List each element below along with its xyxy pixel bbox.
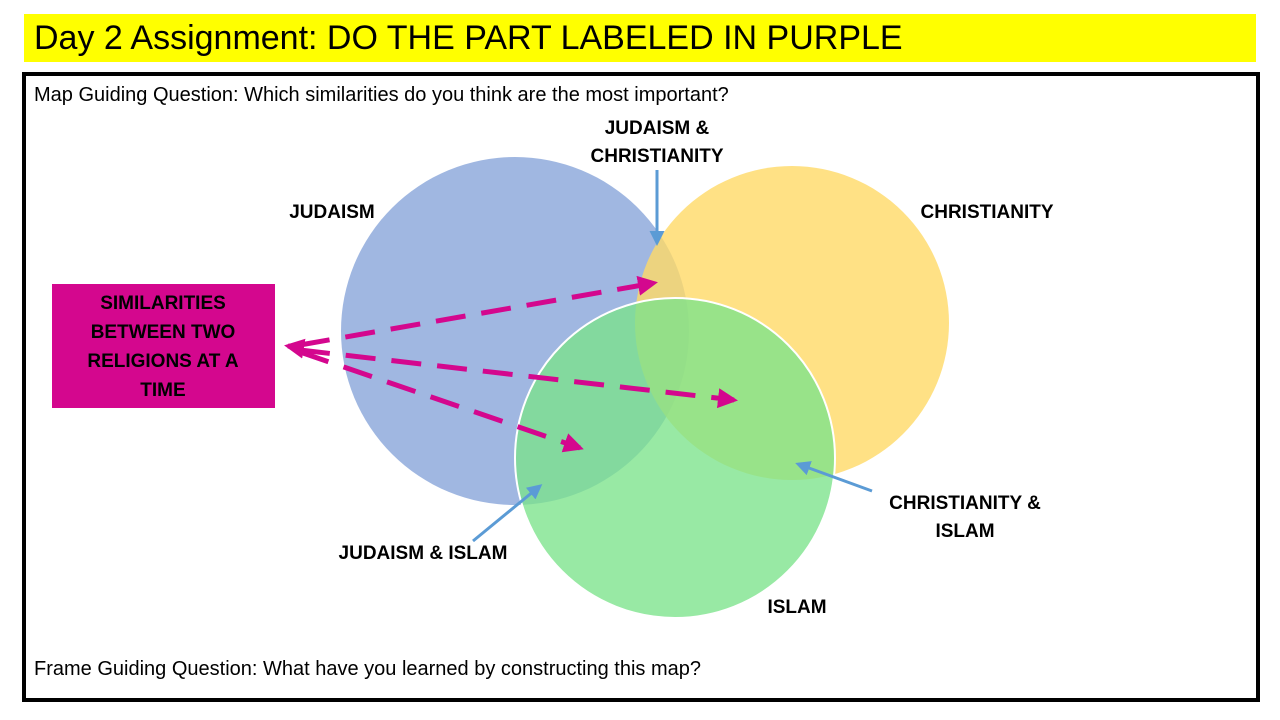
purple-arrow-christianity-islam [299, 347, 738, 409]
similarities-box-line2: BETWEEN TWO [91, 322, 236, 343]
map-guiding-question: Map Guiding Question: Which similarities… [34, 84, 729, 106]
purple-arrow-to-box [284, 338, 306, 359]
judaism-islam-label: JUDAISM & ISLAM [339, 543, 508, 564]
judaism-christianity-label-line1: JUDAISM & [605, 118, 710, 139]
christianity-islam-label-line1: CHRISTIANITY & [889, 493, 1041, 514]
pointer-arrow-judaism-islam [472, 484, 543, 543]
purple-arrow-judaism-islam [299, 349, 584, 453]
judaism-label: JUDAISM [289, 202, 375, 223]
pointer-arrow-christianity-islam [795, 461, 873, 493]
assignment-title: Day 2 Assignment: DO THE PART LABELED IN… [34, 19, 903, 57]
similarities-box-line4: TIME [140, 380, 185, 401]
judaism-christianity-label-line2: CHRISTIANITY [591, 146, 724, 167]
similarities-box [52, 284, 275, 408]
christianity-islam-label-line2: ISLAM [935, 521, 994, 542]
title-bar: Day 2 Assignment: DO THE PART LABELED IN… [24, 14, 1256, 62]
similarities-box-line3: RELIGIONS AT A [87, 351, 239, 372]
similarities-box-line1: SIMILARITIES [100, 293, 226, 314]
christianity-label: CHRISTIANITY [921, 202, 1054, 223]
islam-circle [514, 297, 836, 619]
islam-label: ISLAM [767, 597, 826, 618]
purple-arrow-judaism-christianity [299, 275, 658, 348]
frame-guiding-question: Frame Guiding Question: What have you le… [34, 658, 702, 680]
